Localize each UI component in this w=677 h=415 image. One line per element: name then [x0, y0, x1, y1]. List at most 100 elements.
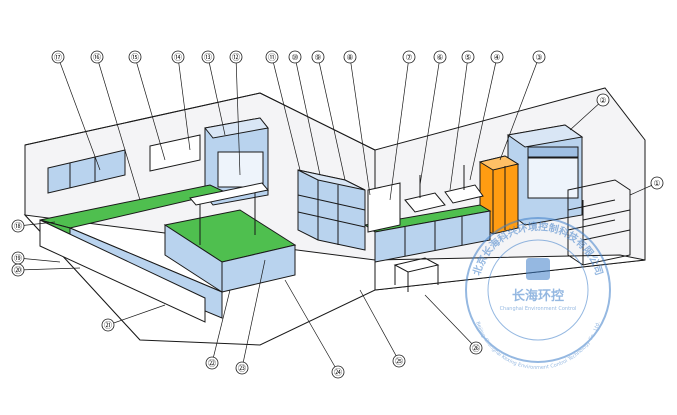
- callout-17: ⑰: [51, 50, 101, 171]
- callout-circle: [343, 50, 357, 64]
- callout-number: ②: [599, 96, 606, 105]
- callout-number: ⑳: [14, 266, 22, 275]
- callout-circle: [331, 365, 345, 379]
- callout-leader-line: [449, 56, 469, 191]
- callout-circle: [205, 356, 219, 370]
- callout-circle: [11, 219, 25, 233]
- callout-circle: [229, 50, 243, 64]
- watermark-logo-icon: [526, 258, 550, 280]
- callout-number: ⑩: [291, 53, 298, 62]
- fume-hood-left: [204, 117, 269, 206]
- callout-9: ⑨: [311, 50, 346, 181]
- callout-18: ⑱: [11, 219, 56, 233]
- watermark-brand-en: Changhai Environment Control: [500, 306, 577, 312]
- callout-circle: [171, 50, 185, 64]
- callout-12: ⑫: [229, 50, 243, 176]
- callout-number: ⑰: [54, 53, 62, 62]
- mobile-cart: [393, 257, 440, 292]
- callout-25: ㉕: [359, 289, 406, 368]
- callout-number: ㉔: [334, 368, 342, 377]
- callout-circle: [392, 354, 406, 368]
- callout-5: ⑤: [449, 50, 475, 191]
- callout-number: ⑤: [464, 53, 471, 62]
- callout-number: ⑥: [436, 53, 443, 62]
- callout-circle: [128, 50, 142, 64]
- callout-leader-line: [284, 279, 339, 373]
- callout-leader-line: [569, 99, 604, 131]
- callout-circle: [11, 263, 25, 277]
- callout-number: ⑫: [232, 53, 240, 62]
- callout-number: ①: [653, 179, 660, 188]
- watermark-outer-ring: [465, 217, 611, 363]
- callout-circle: [90, 50, 104, 64]
- callout-number: ⑨: [314, 53, 321, 62]
- callout-21: ㉑: [101, 304, 166, 332]
- callout-23: ㉓: [235, 259, 266, 375]
- callout-3: ③: [499, 50, 546, 161]
- callout-number: ⑮: [131, 53, 139, 62]
- callout-circle: [469, 341, 483, 355]
- callout-leader-line: [235, 56, 241, 176]
- callout-number: ⑲: [14, 254, 22, 263]
- callout-leader-line: [499, 56, 540, 161]
- callout-number: ⑱: [14, 222, 22, 231]
- callout-circle: [51, 50, 65, 64]
- callout-leader-line: [107, 304, 166, 326]
- callout-leader-line: [271, 56, 301, 171]
- callout-24: ㉔: [284, 279, 345, 379]
- callout-leader-line: [469, 56, 498, 181]
- callout-10: ⑩: [288, 50, 321, 176]
- callout-19: ⑲: [11, 251, 61, 265]
- callout-circle: [265, 50, 279, 64]
- fume-hood-right: [506, 124, 584, 226]
- callout-leader-line: [134, 56, 166, 161]
- callout-leader-line: [419, 56, 441, 186]
- callout-11: ⑪: [265, 50, 301, 171]
- l-bench-left: [39, 184, 227, 323]
- callout-circle: [235, 361, 249, 375]
- callout-circle: [433, 50, 447, 64]
- drying-rack: [367, 182, 401, 233]
- island-bench: [163, 182, 297, 293]
- callout-number: ㉒: [208, 359, 216, 368]
- callout-13: ⑬: [201, 50, 226, 136]
- callout-8: ⑧: [343, 50, 371, 196]
- callout-7: ⑦: [389, 50, 416, 201]
- callout-number: ㉖: [472, 344, 480, 353]
- callout-circle: [461, 50, 475, 64]
- watermark-ring-text-en: Beijing Changhai Kexing Environment Cont…: [474, 321, 601, 371]
- callout-leader-line: [424, 294, 477, 349]
- wall-top-edge: [24, 92, 261, 146]
- callout-circle: [596, 93, 610, 107]
- callout-circle: [201, 50, 215, 64]
- callout-leader-line: [57, 56, 101, 171]
- callout-20: ⑳: [11, 263, 81, 277]
- callout-leader-line: [211, 289, 231, 364]
- callout-leader-line: [17, 267, 81, 271]
- callout-2: ②: [569, 93, 610, 131]
- callout-number: ⑬: [204, 53, 212, 62]
- callout-1: ①: [629, 176, 664, 196]
- callout-leader-line: [96, 56, 141, 201]
- callout-circle: [490, 50, 504, 64]
- callout-circle: [650, 176, 664, 190]
- callout-number: ㉕: [395, 357, 403, 366]
- callout-leader-line: [349, 56, 371, 196]
- callout-number: ⑯: [93, 53, 101, 62]
- callout-circle: [288, 50, 302, 64]
- callout-circle: [311, 50, 325, 64]
- callout-leader-line: [177, 56, 191, 151]
- reagent-cabinets: [297, 169, 366, 251]
- callout-circle: [532, 50, 546, 64]
- callout-leader-line: [241, 259, 266, 369]
- callout-16: ⑯: [90, 50, 141, 201]
- wall-cabinets-left: [47, 134, 201, 194]
- callout-leader-line: [359, 289, 400, 362]
- callout-26: ㉖: [424, 294, 483, 355]
- callout-22: ㉒: [205, 289, 231, 370]
- callout-4: ④: [469, 50, 504, 181]
- watermark-brand-cn: 长海环控: [512, 288, 564, 304]
- callout-circle: [402, 50, 416, 64]
